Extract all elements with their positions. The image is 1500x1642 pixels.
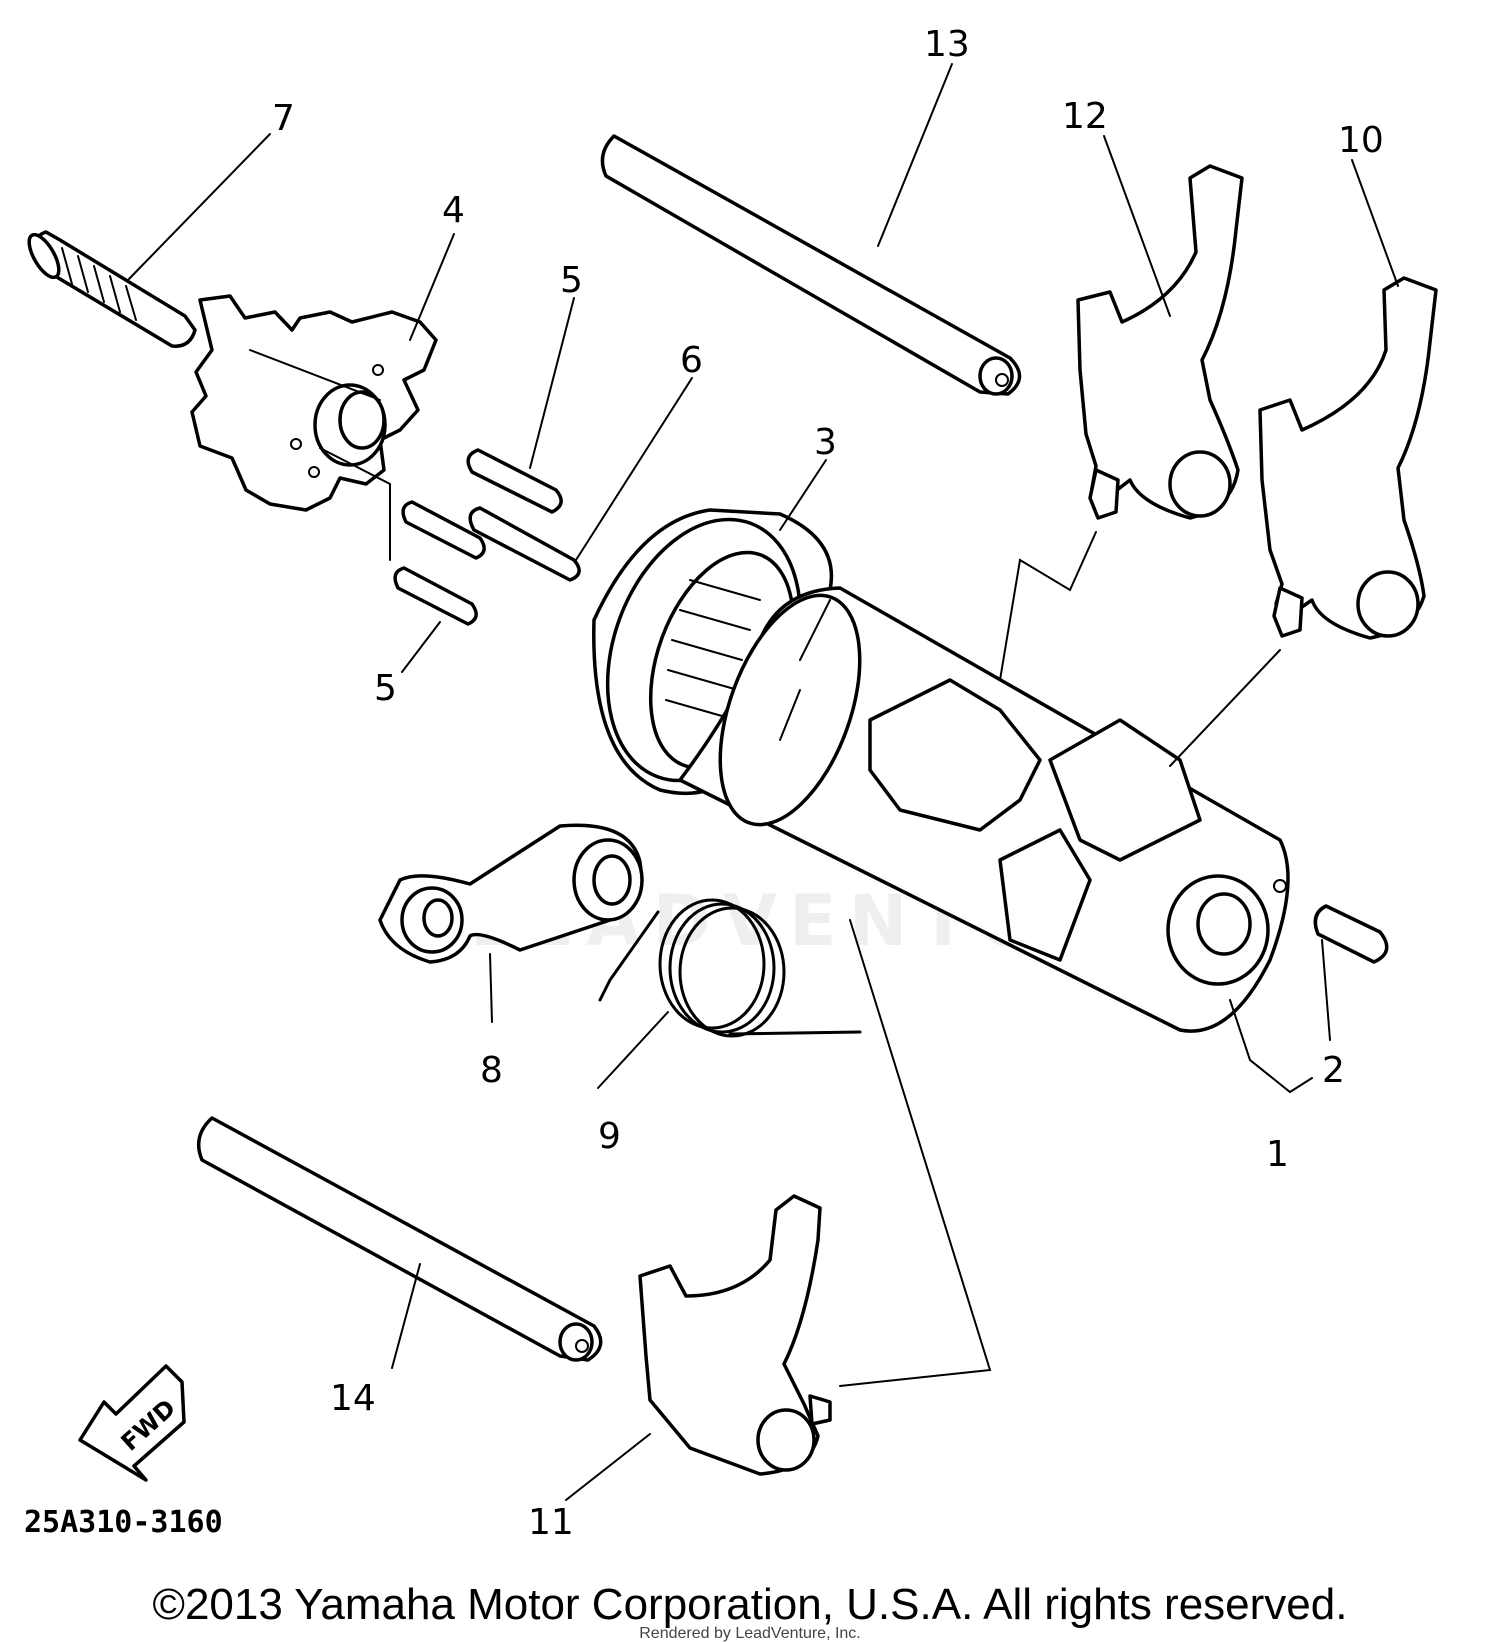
callout-1: 1 <box>1266 1134 1289 1175</box>
callout-4: 4 <box>442 190 465 231</box>
callout-13: 13 <box>924 24 970 65</box>
rendered-by-credit: Rendered by LeadVenture, Inc. <box>639 1625 861 1642</box>
part-2-pin <box>1313 904 1389 964</box>
diagram-code: 25A310-3160 <box>24 1505 223 1540</box>
callout-3: 3 <box>814 422 837 463</box>
part-6-long-pin <box>468 506 581 582</box>
part-8-stopper-lever <box>378 823 644 964</box>
part-5-pin-middle <box>401 500 486 560</box>
callout-9: 9 <box>598 1116 621 1157</box>
part-13-guide-bar <box>600 134 1022 396</box>
callout-12: 12 <box>1062 96 1108 137</box>
callout-8: 8 <box>480 1050 503 1091</box>
part-5-pin-upper <box>466 448 563 514</box>
leader-lines <box>127 63 1399 1501</box>
part-12-shift-fork <box>1076 164 1244 520</box>
part-3-bearing <box>592 508 834 796</box>
part-14-guide-bar <box>196 1116 603 1362</box>
callout-numbers: 7 4 5 6 3 5 13 12 10 2 1 8 9 14 11 <box>272 24 1384 1543</box>
callout-11: 11 <box>528 1502 574 1543</box>
callout-2: 2 <box>1322 1050 1345 1091</box>
callout-6: 6 <box>680 340 703 381</box>
callout-10: 10 <box>1338 120 1384 161</box>
part-1-shift-drum <box>678 586 1290 1033</box>
callout-5-top: 5 <box>560 260 583 301</box>
part-4-shift-segment <box>190 294 438 512</box>
part-11-shift-fork <box>638 1194 832 1476</box>
part-7-screw <box>27 230 197 348</box>
callout-14: 14 <box>330 1378 376 1419</box>
part-10-shift-fork <box>1258 276 1438 640</box>
part-5-pin-lower <box>393 566 478 626</box>
callout-5-bottom: 5 <box>374 668 397 709</box>
callout-7: 7 <box>272 98 295 139</box>
copyright-notice: ©2013 Yamaha Motor Corporation, U.S.A. A… <box>152 1580 1348 1629</box>
forward-direction-arrow: FWD <box>78 1364 186 1482</box>
part-9-torsion-spring <box>598 898 862 1038</box>
